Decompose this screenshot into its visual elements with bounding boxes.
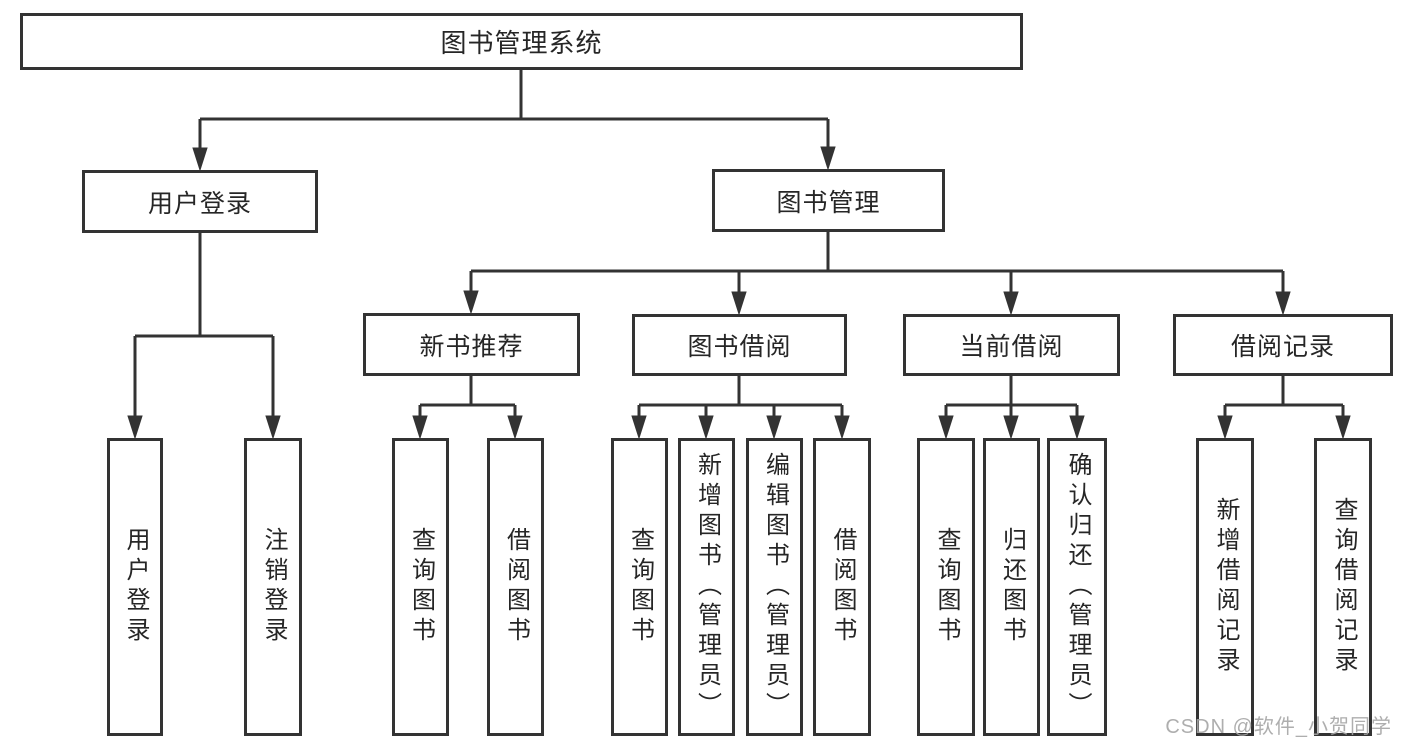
node-label: 新增借阅记录 <box>1212 497 1239 677</box>
leaf-current-query-books: 查询图书 <box>917 438 975 736</box>
node-label: 借阅记录 <box>1230 333 1335 361</box>
arrowhead-leaf-bor-borrow <box>834 415 850 440</box>
node-label: 归还图书 <box>998 527 1026 647</box>
node-label: 新增图书（管理员） <box>693 452 721 722</box>
leaf-borrow-add-books-admin: 新增图书（管理员） <box>678 438 735 736</box>
leaf-borrow-query-books: 查询图书 <box>611 438 668 736</box>
arrowhead-leaf-cur-query <box>938 415 954 440</box>
arrowhead-leaf-rec-query <box>412 415 428 440</box>
leaf-user-login: 用户登录 <box>107 438 163 736</box>
node-label: 注销登录 <box>260 527 287 647</box>
node-label: 用户登录 <box>147 189 252 218</box>
arrowhead-leaf-records-add <box>1217 415 1233 440</box>
arrowhead-borrow <box>731 291 747 316</box>
arrowhead-leaf-cur-return <box>1003 415 1019 440</box>
arrowhead-leaf-user-login <box>127 415 143 440</box>
node-book-management: 图书管理 <box>712 169 945 232</box>
leaf-logout: 注销登录 <box>244 438 302 736</box>
leaf-borrow-edit-books-admin: 编辑图书（管理员） <box>746 438 803 736</box>
arrowhead-leaf-bor-edit <box>766 415 782 440</box>
arrowhead-leaf-bor-query <box>631 415 647 440</box>
arrowhead-mgmt <box>820 146 836 171</box>
node-label: 用户登录 <box>122 527 149 647</box>
arrowhead-leaf-rec-borrow <box>507 415 523 440</box>
node-new-book-recommendation: 新书推荐 <box>363 313 580 376</box>
arrowhead-leaf-cur-confirm <box>1069 415 1085 440</box>
node-label: 编辑图书（管理员） <box>761 452 789 722</box>
leaf-recommend-borrow-books: 借阅图书 <box>487 438 544 736</box>
node-library-management-system: 图书管理系统 <box>20 13 1023 70</box>
node-label: 借阅图书 <box>502 527 530 647</box>
leaf-current-return-books: 归还图书 <box>983 438 1040 736</box>
node-book-borrowing: 图书借阅 <box>632 314 847 376</box>
node-label: 图书借阅 <box>687 333 792 361</box>
csdn-watermark: CSDN @软件_小贺同学 <box>1165 716 1392 738</box>
node-label: 查询图书 <box>626 527 654 647</box>
node-label: 借阅图书 <box>829 527 856 647</box>
arrowhead-recommend <box>463 290 479 315</box>
arrowhead-login <box>192 147 208 172</box>
node-label: 确认归还（管理员） <box>1064 452 1091 722</box>
arrowhead-current <box>1003 291 1019 316</box>
leaf-records-add-borrow-record: 新增借阅记录 <box>1196 438 1254 736</box>
leaf-borrow-borrow-books: 借阅图书 <box>813 438 871 736</box>
node-label: 查询图书 <box>933 527 960 647</box>
node-label: 查询借阅记录 <box>1330 497 1357 677</box>
leaf-current-confirm-return-admin: 确认归还（管理员） <box>1047 438 1107 736</box>
node-label: 图书管理 <box>776 188 881 217</box>
node-label: 查询图书 <box>407 527 435 647</box>
arrowhead-leaf-logout <box>265 415 281 440</box>
node-label: 图书管理系统 <box>440 28 603 58</box>
arrowhead-leaf-records-query <box>1335 415 1351 440</box>
leaf-records-query-borrow-record: 查询借阅记录 <box>1314 438 1372 736</box>
node-user-login: 用户登录 <box>82 170 318 233</box>
node-borrowing-records: 借阅记录 <box>1173 314 1393 376</box>
arrowhead-records <box>1275 291 1291 316</box>
node-label: 新书推荐 <box>419 332 524 361</box>
node-label: 当前借阅 <box>959 333 1064 361</box>
node-current-borrowing: 当前借阅 <box>903 314 1120 376</box>
arrowhead-leaf-bor-add <box>698 415 714 440</box>
leaf-recommend-query-books: 查询图书 <box>392 438 449 736</box>
